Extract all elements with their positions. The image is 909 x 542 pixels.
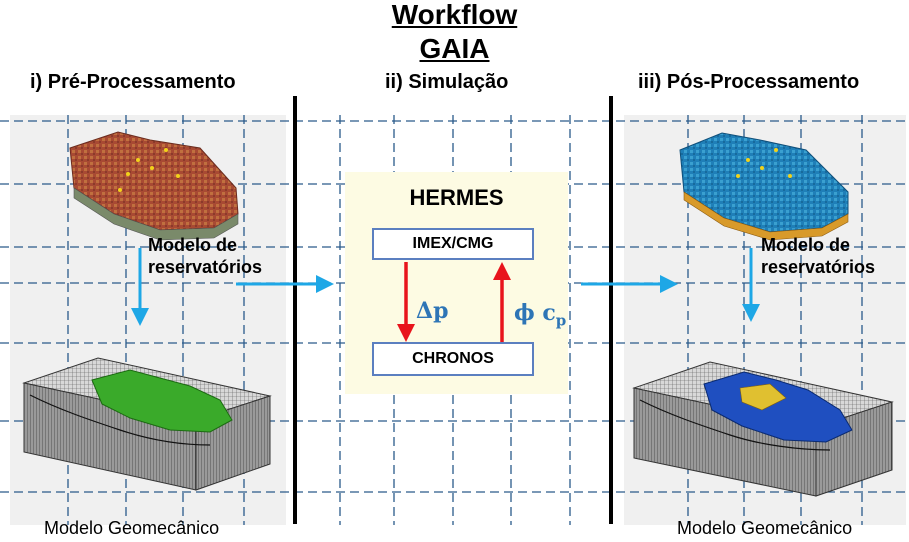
post-bottom-label: Modelo Geomecânico bbox=[677, 518, 853, 538]
divider-right bbox=[609, 96, 613, 524]
pre-model-label: Modelo de reservatórios bbox=[148, 234, 262, 278]
pre-reservoir-model bbox=[69, 131, 239, 241]
section-heading-post: iii) Pós-Processamento bbox=[638, 71, 860, 93]
section-heading-pre: i) Pré-Processamento bbox=[30, 71, 236, 93]
pre-geomechanical-model bbox=[22, 357, 272, 491]
page-title-line2: GAIA bbox=[419, 33, 490, 64]
post-model-label: Modelo de reservatórios bbox=[761, 234, 875, 278]
hermes-title: HERMES bbox=[409, 185, 504, 210]
phi-cp-main: ϕ c bbox=[514, 300, 556, 326]
pre-model-label-line1: Modelo de bbox=[148, 235, 237, 255]
post-reservoir-model bbox=[679, 132, 849, 241]
imex-cmg-box: IMEX/CMG bbox=[372, 228, 534, 260]
section-heading-sim: ii) Simulação bbox=[385, 71, 509, 93]
phi-cp-label: ϕ cp bbox=[514, 300, 566, 329]
delta-p-label: Δp bbox=[416, 298, 449, 324]
page-title-line1: Workflow bbox=[391, 0, 518, 30]
post-model-label-line1: Modelo de bbox=[761, 235, 850, 255]
post-model-label-line2: reservatórios bbox=[761, 257, 876, 277]
phi-cp-subscript: p bbox=[555, 311, 567, 330]
pre-model-label-line2: reservatórios bbox=[148, 257, 263, 277]
divider-left bbox=[293, 96, 297, 524]
chronos-box: CHRONOS bbox=[372, 342, 534, 376]
pre-bottom-label: Modelo Geomecânico bbox=[44, 518, 220, 538]
post-geomechanical-model bbox=[632, 361, 894, 497]
